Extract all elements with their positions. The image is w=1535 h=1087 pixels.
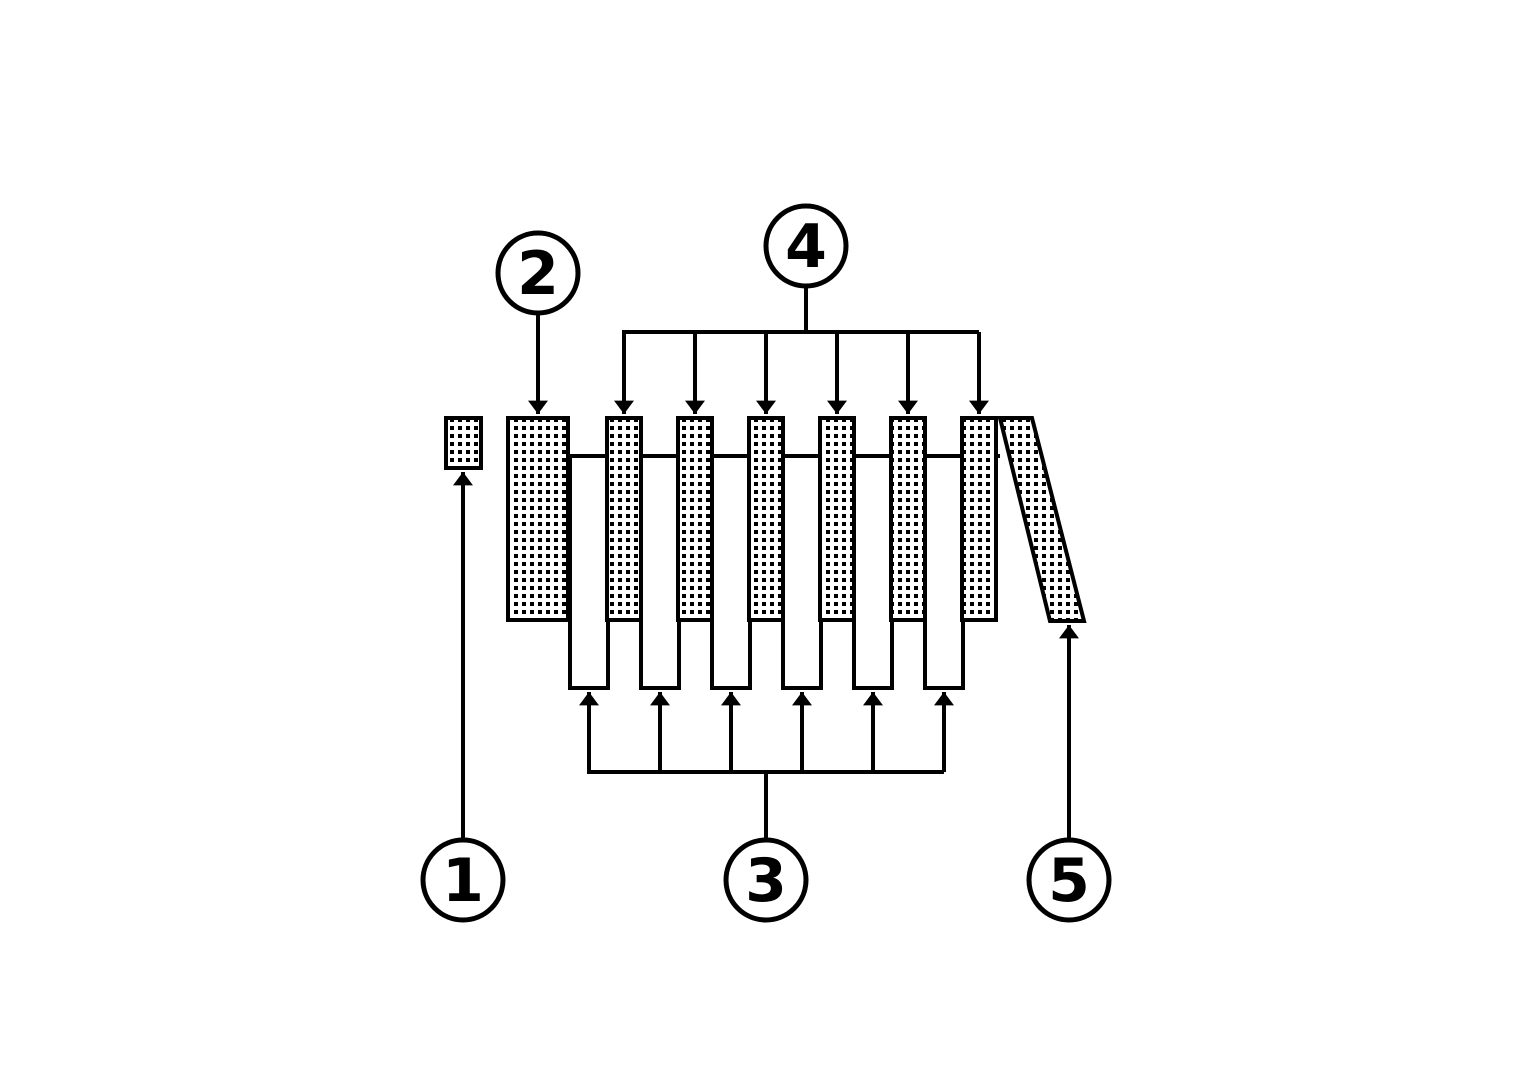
friction-disc [960,416,998,622]
friction-disc [747,416,785,622]
dish-plate [997,416,1087,623]
callout-4: 4 [763,203,849,289]
steel-plates [568,454,965,690]
friction-discs [605,416,998,622]
friction-disc [676,416,714,622]
steel-plate [710,454,752,690]
snap-ring [444,416,483,470]
retaining-plate [506,416,570,622]
callout-label-5: 5 [1048,846,1090,916]
steel-plate [852,454,894,690]
callout-3: 3 [723,837,809,923]
callout-label-2: 2 [517,239,559,309]
steel-plate [568,454,610,690]
callout-label-1: 1 [442,846,484,916]
steel-plate [781,454,823,690]
callout-5: 5 [1026,837,1112,923]
leader-3 [579,691,954,838]
callouts: 1 2 3 4 5 [420,203,1112,923]
steel-plate [923,454,965,690]
callout-2: 2 [495,230,581,316]
callout-label-4: 4 [785,212,827,282]
friction-disc [818,416,856,622]
friction-disc [889,416,927,622]
callout-label-3: 3 [745,846,787,916]
diagram-lines [444,287,1087,838]
callout-1: 1 [420,837,506,923]
steel-plate [639,454,681,690]
friction-disc [605,416,643,622]
leader-4 [614,287,989,414]
